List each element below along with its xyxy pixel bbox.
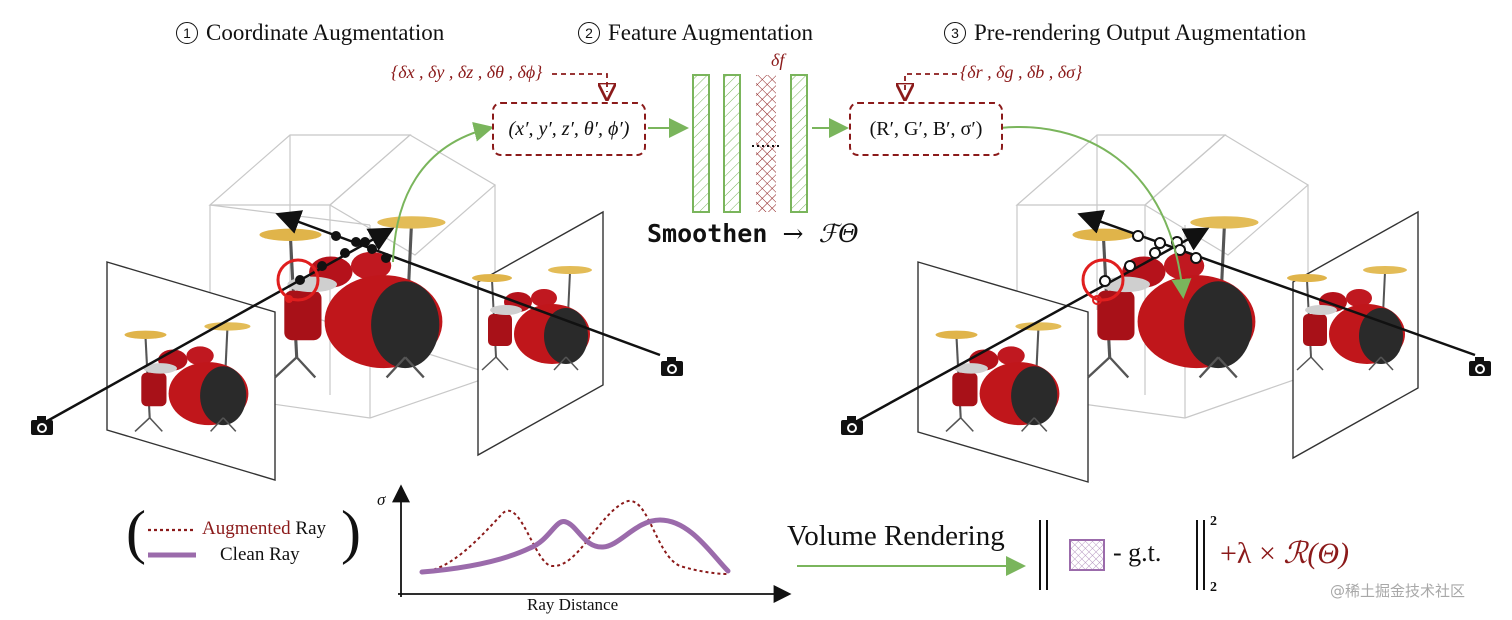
right-scene [841, 126, 1491, 483]
delta-connector [905, 73, 957, 92]
plot-xlabel: Ray Distance [527, 595, 619, 614]
sample-points [295, 231, 391, 285]
augmented-ray-curve [421, 500, 729, 575]
hatch-patch [1069, 539, 1105, 571]
left-scene [31, 122, 683, 481]
legend-close-paren: ) [341, 499, 361, 565]
norm-superscript: 2 [1210, 514, 1217, 529]
legend-clean: Clean Ray [220, 544, 300, 565]
ray-line [1077, 209, 1476, 357]
volume-rendering-label: Volume Rendering [787, 520, 1005, 552]
norm-subscript: 2 [1210, 580, 1217, 595]
augmented-sample-points [1099, 230, 1202, 287]
watermark: @稀土掘金技术社区 [1330, 582, 1466, 600]
coordinate-output-box: (x′, y′, z′, θ′, ϕ′) [492, 102, 646, 156]
legend-augmented: Augmented Ray [202, 518, 327, 539]
feature-network [648, 74, 849, 213]
ray-line [849, 227, 1210, 427]
ground-truth-label: - g.t. [1113, 538, 1162, 567]
focus-circle [276, 258, 320, 302]
network-layer [790, 74, 808, 213]
green-flow-arrow [999, 126, 1192, 299]
ray-line [39, 227, 395, 427]
output-deltas: {δr , δg , δb , δσ} [960, 62, 1083, 82]
network-layer [692, 74, 710, 213]
green-flow-arrow [392, 122, 494, 263]
density-plot [392, 484, 792, 603]
clean-ray-curve [419, 517, 731, 575]
norm-bars [1039, 520, 1205, 590]
camera-icon [661, 357, 683, 376]
delta-connector [552, 73, 607, 92]
prerender-output-box: (R′, G′, B′, σ′) [849, 102, 1003, 156]
coordinate-deltas: {δx , δy , δz , δθ , δϕ} [391, 62, 543, 82]
focus-circle [1081, 258, 1125, 302]
augmented-feature-layer [756, 75, 776, 212]
feature-delta: δf [771, 50, 785, 70]
smoothen-label: Smoothen → ℱΘ [647, 219, 859, 248]
network-layer [723, 74, 741, 213]
plot-ylabel: σ [377, 490, 386, 509]
legend: ( ) Augmented Ray Clean Ray [126, 499, 364, 588]
camera-icon [1469, 357, 1491, 376]
legend-open-paren: ( [126, 499, 146, 565]
regularization-term: +λ × ℛ(Θ) [1220, 537, 1349, 570]
ray-line [275, 210, 661, 357]
